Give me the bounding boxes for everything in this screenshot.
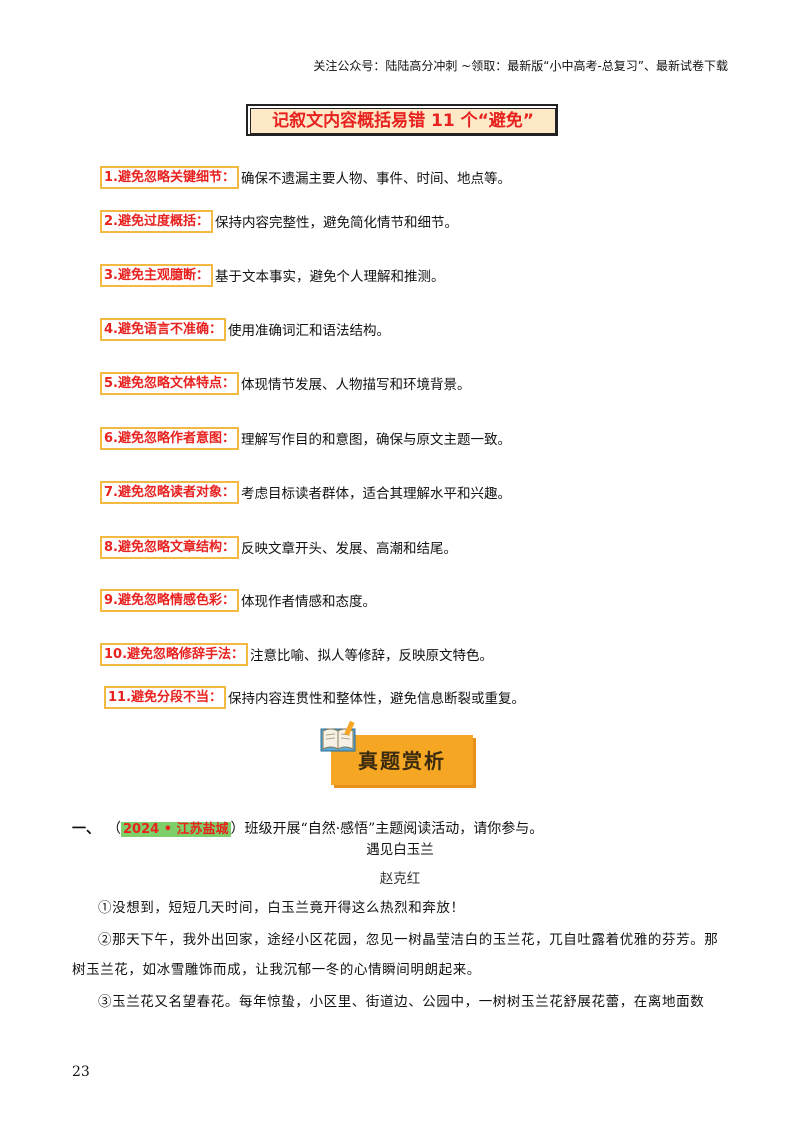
rule-desc: 使用准确词汇和语法结构。 (227, 323, 390, 339)
rule-tag: 5.避免忽略文体特点： (100, 371, 239, 395)
rule-item: 3.避免主观臆断：基于文本事实，避免个人理解和推测。 (100, 263, 445, 287)
rule-tag: 10.避免忽略修辞手法： (100, 642, 249, 666)
book-icon (320, 721, 356, 752)
rule-desc: 基于文本事实，避免个人理解和推测。 (214, 269, 445, 285)
rule-item: 11.避免分段不当：保持内容连贯性和整体性，避免信息断裂或重复。 (104, 685, 526, 709)
rule-tag: 4.避免语言不准确： (100, 317, 226, 341)
rule-item: 5.避免忽略文体特点：体现情节发展、人物描写和环境背景。 (100, 371, 471, 395)
rule-desc: 体现作者情感和态度。 (240, 594, 376, 610)
rule-item: 2.避免过度概括：保持内容完整性，避免简化情节和细节。 (100, 209, 458, 233)
rule-item: 4.避免语言不准确：使用准确词汇和语法结构。 (100, 317, 390, 341)
rule-item: 8.避免忽略文章结构：反映文章开头、发展、高潮和结尾。 (100, 535, 457, 559)
essay-paragraph: ②那天下午，我外出回家，途经小区花园，忽见一树晶莹洁白的玉兰花，兀自吐露着优雅的… (72, 932, 719, 978)
rule-tag: 1.避免忽略关键细节： (100, 165, 239, 189)
page-title: 记叙文内容概括易错 11 个“避免” (250, 108, 556, 134)
question-number: 一、 (72, 821, 100, 837)
question-open-paren: （ (114, 821, 121, 837)
rule-desc: 理解写作目的和意图，确保与原文主题一致。 (240, 432, 511, 448)
essay-paragraph: ①没想到，短短几天时间，白玉兰竟开得这么热烈和奔放！ (98, 900, 465, 916)
header-note: 关注公众号：陆陆高分冲刺 ~领取：最新版“小中高考-总复习”、最新试卷下载 (313, 59, 728, 73)
rule-item: 7.避免忽略读者对象：考虑目标读者群体，适合其理解水平和兴趣。 (100, 480, 511, 504)
question-source: 2024 • 江苏盐城 (121, 822, 231, 837)
banner-label: 真题赏析 (358, 749, 446, 773)
rule-tag: 7.避免忽略读者对象： (100, 480, 239, 504)
essay-paragraph: ③玉兰花又名望春花。每年惊蛰，小区里、街道边、公园中，一树树玉兰花舒展花蕾，在离… (98, 994, 705, 1010)
rule-item: 6.避免忽略作者意图：理解写作目的和意图，确保与原文主题一致。 (100, 426, 511, 450)
rule-desc: 保持内容完整性，避免简化情节和细节。 (214, 215, 458, 231)
section-banner: 真题赏析 (320, 721, 473, 785)
rule-desc: 体现情节发展、人物描写和环境背景。 (240, 377, 471, 393)
rule-desc: 确保不遗漏主要人物、事件、时间、地点等。 (240, 171, 511, 187)
essay-author: 赵克红 (379, 871, 421, 887)
rule-desc: 反映文章开头、发展、高潮和结尾。 (240, 541, 457, 557)
rule-item: 10.避免忽略修辞手法：注意比喻、拟人等修辞，反映原文特色。 (100, 642, 494, 666)
rule-desc: 保持内容连贯性和整体性，避免信息断裂或重复。 (228, 691, 526, 707)
rule-item: 1.避免忽略关键细节：确保不遗漏主要人物、事件、时间、地点等。 (100, 165, 511, 189)
question-text: ）班级开展“自然·感悟”主题阅读活动，请你参与。 (230, 821, 544, 837)
rule-desc: 注意比喻、拟人等修辞，反映原文特色。 (250, 648, 494, 664)
rule-tag: 6.避免忽略作者意图： (100, 426, 239, 450)
rule-tag: 11.避免分段不当： (104, 685, 227, 709)
rule-desc: 考虑目标读者群体，适合其理解水平和兴趣。 (240, 486, 511, 502)
rule-item: 9.避免忽略情感色彩：体现作者情感和态度。 (100, 588, 376, 612)
essay-title: 遇见白玉兰 (366, 842, 434, 858)
rule-tag: 8.避免忽略文章结构： (100, 535, 239, 559)
page-number: 23 (72, 1064, 90, 1080)
title-box: 记叙文内容概括易错 11 个“避免” (246, 104, 558, 136)
rule-tag: 2.避免过度概括： (100, 209, 213, 233)
rule-tag: 9.避免忽略情感色彩： (100, 588, 239, 612)
rule-tag: 3.避免主观臆断： (100, 263, 213, 287)
question-line: 一、 （2024 • 江苏盐城）班级开展“自然·感悟”主题阅读活动，请你参与。 (72, 818, 543, 838)
